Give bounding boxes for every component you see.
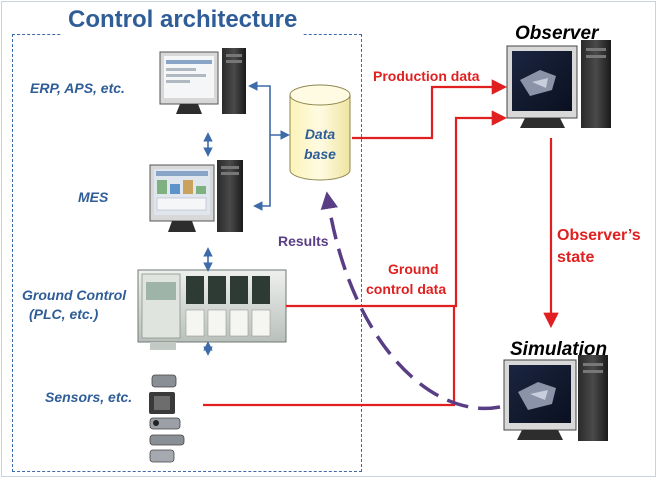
erp-label: ERP, APS, etc. <box>30 80 125 96</box>
results-label: Results <box>278 233 329 249</box>
observer-computer-icon <box>506 40 611 128</box>
observer-state-label-line2: state <box>557 249 595 266</box>
data-flows <box>203 79 559 407</box>
production-data-flow <box>352 79 508 140</box>
database-cylinder-icon <box>289 84 351 181</box>
results-flow <box>320 191 501 411</box>
plc-module-icon <box>137 269 287 350</box>
observer-label: Observer <box>515 23 599 44</box>
ground-control-data-label-line2: control data <box>366 281 447 297</box>
ground-control-data-flow <box>286 110 508 308</box>
ground-control-data-label-line1: Ground <box>388 261 439 277</box>
sensor-icon <box>149 374 185 463</box>
sensor-data-flow <box>203 306 456 407</box>
ground-control-sublabel: (PLC, etc.) <box>29 306 99 322</box>
ground-control-label: Ground Control <box>22 287 127 303</box>
diagram-title: Control architecture <box>62 5 304 35</box>
sensors-label: Sensors, etc. <box>45 389 133 405</box>
level-links <box>203 81 290 356</box>
mes-computer-icon <box>149 160 243 232</box>
database-label-line2: base <box>304 146 336 162</box>
database-label-line1: Data <box>304 126 336 142</box>
production-data-label: Production data <box>373 68 480 84</box>
simulation-label: Simulation <box>510 339 608 360</box>
simulation-computer-icon <box>503 355 608 441</box>
erp-computer-icon <box>159 48 246 114</box>
observer-state-label-line1: Observer’s <box>557 227 641 244</box>
mes-label: MES <box>78 189 109 205</box>
